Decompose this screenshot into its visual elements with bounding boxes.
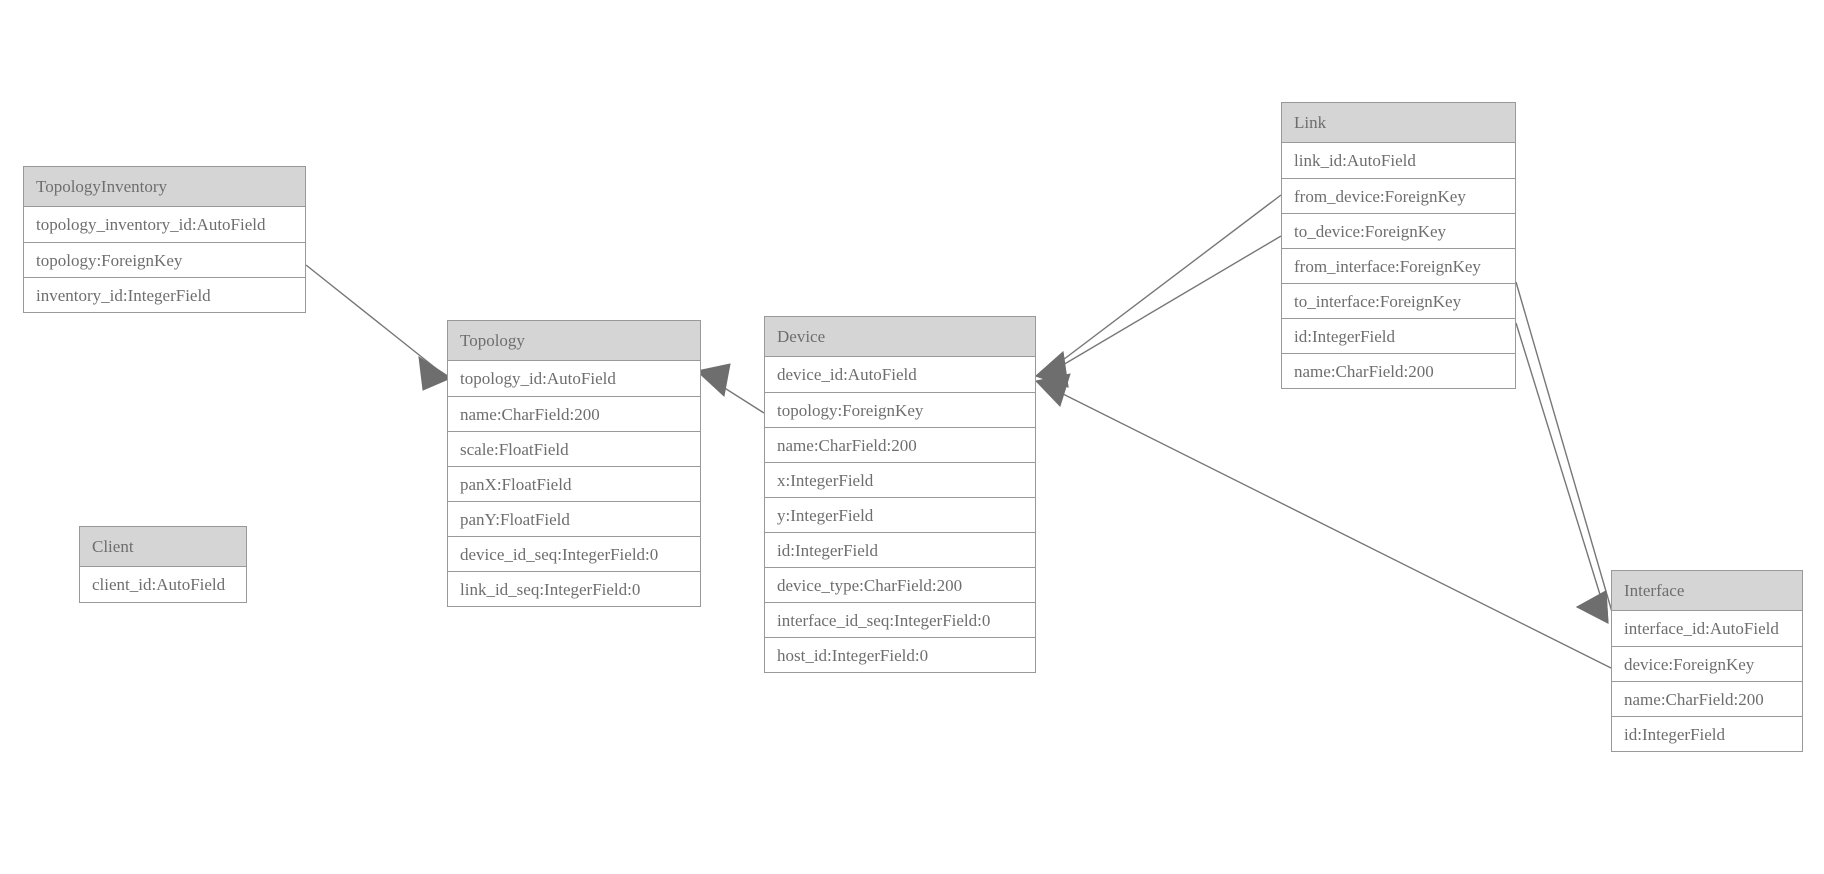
field-row: panY:FloatField (448, 501, 700, 536)
edge-link-to-device (1050, 235, 1282, 373)
field-row: topology_inventory_id:AutoField (24, 207, 305, 242)
edge-link-from-device (1050, 194, 1282, 370)
arrowhead-link-to-interface (1575, 590, 1609, 624)
field-row: y:IntegerField (765, 497, 1035, 532)
entity-topology-title: Topology (448, 321, 700, 361)
entity-client-fields: client_id:AutoField (80, 567, 246, 602)
field-row: device_id:AutoField (765, 357, 1035, 392)
field-row: device_type:CharField:200 (765, 567, 1035, 602)
edge-link-from-interface (1515, 281, 1613, 613)
field-row: from_interface:ForeignKey (1282, 248, 1515, 283)
field-row: topology:ForeignKey (24, 242, 305, 277)
arrowhead-device-topology (695, 363, 731, 397)
arrowhead-interface-device (1035, 373, 1071, 407)
field-row: x:IntegerField (765, 462, 1035, 497)
field-row: from_device:ForeignKey (1282, 178, 1515, 213)
entity-link-title: Link (1282, 103, 1515, 143)
edge-topologyinventory-topology (305, 264, 439, 371)
field-row: to_interface:ForeignKey (1282, 283, 1515, 318)
field-row: link_id:AutoField (1282, 143, 1515, 178)
edge-link-to-interface (1515, 322, 1607, 615)
field-row: link_id_seq:IntegerField:0 (448, 571, 700, 606)
field-row: id:IntegerField (1282, 318, 1515, 353)
field-row: name:CharField:200 (1282, 353, 1515, 388)
field-row: device_id_seq:IntegerField:0 (448, 536, 700, 571)
field-row: interface_id:AutoField (1612, 611, 1802, 646)
field-row: topology:ForeignKey (765, 392, 1035, 427)
entity-device-title: Device (765, 317, 1035, 357)
entity-interface-title: Interface (1612, 571, 1802, 611)
field-row: id:IntegerField (1612, 716, 1802, 751)
entity-topologyinventory-title: TopologyInventory (24, 167, 305, 207)
field-row: device:ForeignKey (1612, 646, 1802, 681)
arrowhead-link-from-interface (1575, 590, 1609, 624)
field-row: scale:FloatField (448, 431, 700, 466)
edge-interface-device (1050, 387, 1612, 669)
entity-client-title: Client (80, 527, 246, 567)
field-row: name:CharField:200 (1612, 681, 1802, 716)
field-row: topology_id:AutoField (448, 361, 700, 396)
field-row: client_id:AutoField (80, 567, 246, 602)
field-row: to_device:ForeignKey (1282, 213, 1515, 248)
edge-device-topology (711, 379, 765, 414)
field-row: inventory_id:IntegerField (24, 277, 305, 312)
field-row: name:CharField:200 (448, 396, 700, 431)
field-row: name:CharField:200 (765, 427, 1035, 462)
field-row: host_id:IntegerField:0 (765, 637, 1035, 672)
arrowhead-link-to-device (1035, 351, 1069, 388)
field-row: panX:FloatField (448, 466, 700, 501)
field-row: interface_id_seq:IntegerField:0 (765, 602, 1035, 637)
arrowhead-link-from-device (1035, 351, 1069, 388)
field-row: id:IntegerField (765, 532, 1035, 567)
